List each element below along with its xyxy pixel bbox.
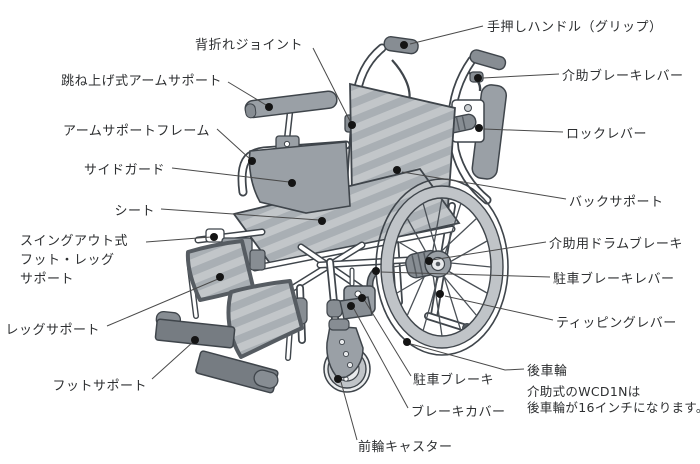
label-assist-drum-brake: 介助用ドラムブレーキ [549,237,683,252]
lock-lever-assembly [445,99,485,143]
drum-brake-hub [405,249,452,279]
label-parking-brake: 駐車ブレーキ [413,373,495,388]
rear-wheel-note-line1: 介助式のWCD1Nは [527,384,641,399]
label-swing-out-foot-leg-support: スイングアウト式 フット・レッグ サポート [20,234,129,287]
label-side-guard: サイドガード [83,163,165,178]
seat-fabric [232,167,461,268]
label-assist-brake-lever: 介助ブレーキレバー [562,69,684,84]
label-push-handle-grip: 手押しハンドル（グリップ） [487,20,663,35]
label-arm-support-frame: アームサポートフレーム [63,124,210,139]
rear-wheel-note: 介助式のWCD1Nは 後車輪が16インチになります。 [527,384,700,416]
leg-support-band-far [226,279,304,359]
label-parking-brake-lever: 駐車ブレーキレバー [553,272,675,287]
callout-dots [191,41,483,383]
label-front-caster: 前輪キャスター [358,440,453,455]
front-caster-assembly [323,318,371,393]
label-leg-support: レッグサポート [5,323,100,338]
label-back-support: バックサポート [569,195,664,210]
rear-wheel-note-line2: 後車輪が16インチになります。 [527,400,700,415]
side-guard-panel [248,141,351,214]
label-brake-cover: ブレーキカバー [411,405,506,420]
label-foot-support: フットサポート [52,379,147,394]
label-back-fold-joint: 背折れジョイント [194,38,303,53]
flip-up-arm-support-pad [244,90,338,119]
label-rear-wheel: 後車輪 [527,364,568,379]
label-flip-up-arm-support: 跳ね上げ式アームサポート [61,74,222,89]
label-lock-lever: ロックレバー [566,127,648,142]
label-seat: シート [114,204,155,219]
leader-lines [106,25,567,441]
foot-support-plate-far [195,350,279,394]
foot-support-plate-near [154,310,236,349]
label-tipping-lever: ティッピングレバー [556,316,677,331]
